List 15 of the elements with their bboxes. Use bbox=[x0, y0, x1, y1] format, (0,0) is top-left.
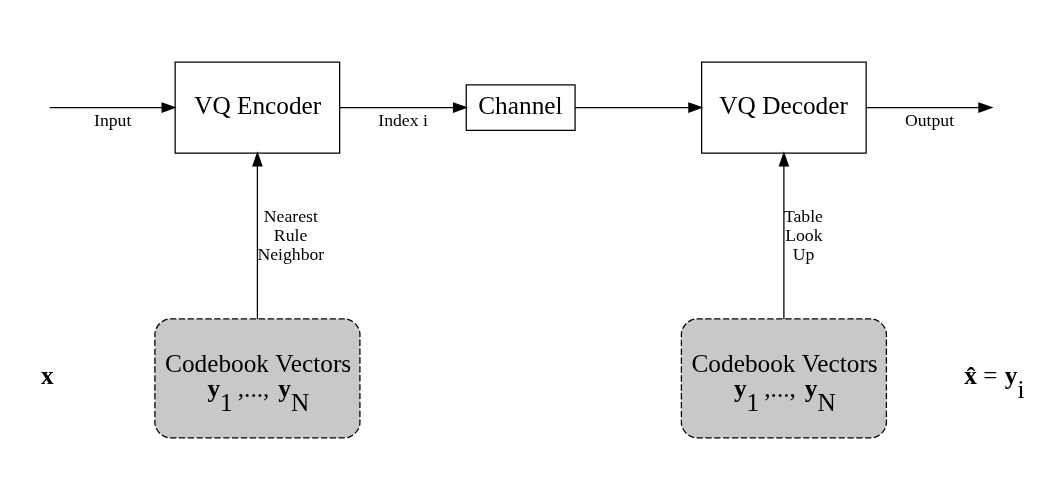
arrow bbox=[574, 101, 704, 113]
arrow bbox=[865, 101, 994, 113]
arrow bbox=[339, 101, 469, 113]
label: x bbox=[41, 360, 54, 389]
arrow bbox=[778, 150, 790, 320]
node-box: Channel bbox=[465, 83, 576, 131]
edge-label: Table Look Up bbox=[783, 205, 823, 264]
node-box: VQ Decoder bbox=[701, 60, 867, 154]
edge-label: Input bbox=[94, 109, 132, 130]
edge-label: Index i bbox=[378, 109, 428, 130]
edge-label: Output bbox=[904, 109, 955, 130]
node-box: VQ Encoder bbox=[174, 60, 341, 154]
arrow bbox=[252, 150, 263, 320]
arrow bbox=[49, 101, 177, 113]
edge-label: Nearest Rule Neighbor bbox=[257, 205, 325, 264]
